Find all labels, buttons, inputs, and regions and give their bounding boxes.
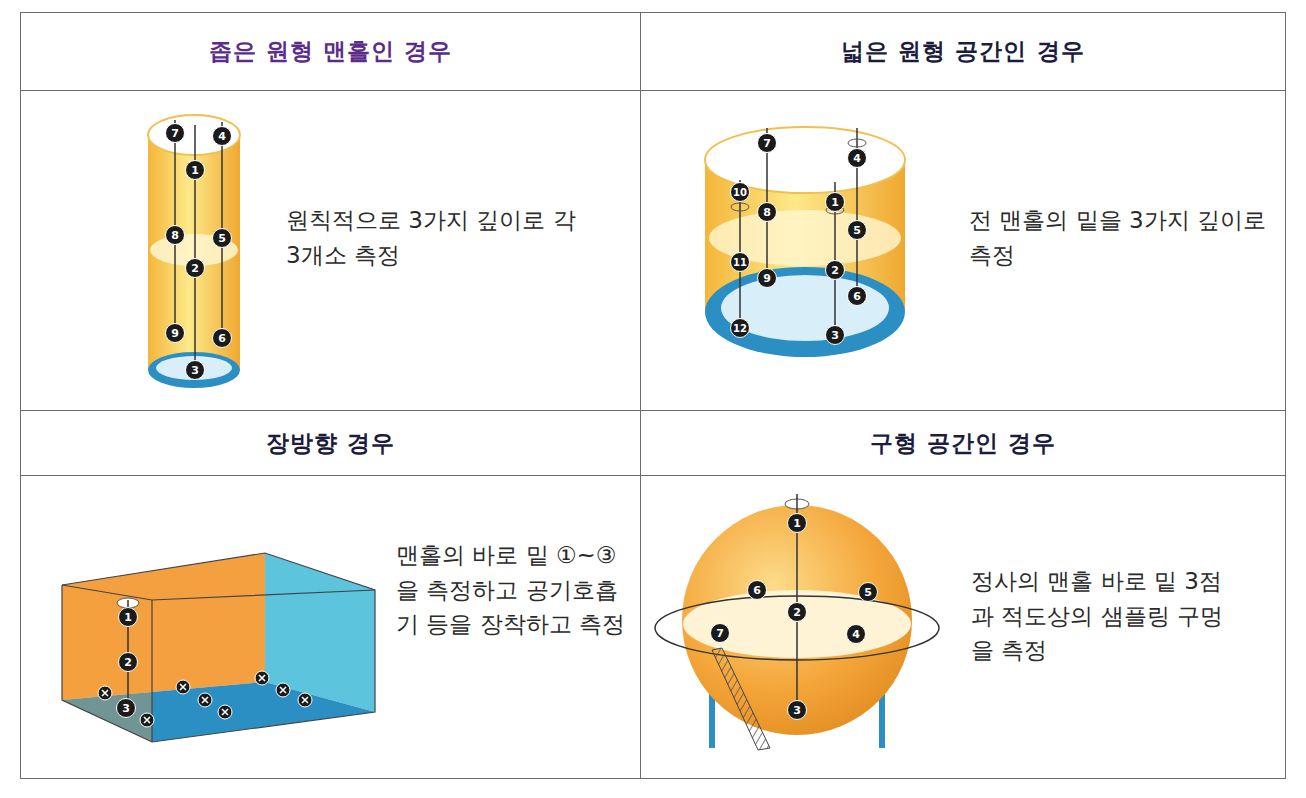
callout-number: 1 [787,513,807,533]
description-text: 맨홀의 바로 밑 ①~③을 측정하고 공기호흡기 등을 장착하고 측정 [396,538,628,642]
callout-number: 1 [185,160,205,180]
callout-number: 1 [118,607,138,627]
callout-number: 3 [825,325,845,345]
body-cell: 맨홀의 바로 밑 ①~③을 측정하고 공기호흡기 등을 장착하고 측정 [20,475,641,779]
header-cell: 구형 공간인 경우 [640,410,1286,476]
callout-number: 6 [847,286,867,306]
callout-number: 9 [165,323,185,343]
callout-number: 3 [116,698,136,718]
header-text: 장방향 경우 [266,428,395,459]
description-text: 전 맨홀의 밑을 3가지 깊이로 측정 [969,203,1269,272]
callout-number: 7 [710,623,730,643]
callout-number: 4 [846,624,866,644]
callout-number: 7 [165,123,185,143]
callout-number: 5 [847,220,867,240]
callout-number: 5 [212,228,232,248]
callout-number: 8 [165,225,185,245]
callout-number: 2 [118,652,138,672]
wide-space [705,127,905,357]
header-cell: 좁은 원형 맨홀인 경우 [20,12,641,91]
callout-number: 2 [787,602,807,622]
callout-number: 6 [747,580,767,600]
callout-number: 2 [825,260,845,280]
callout-number: 9 [757,268,777,288]
callout-number: 5 [858,582,878,602]
rectangular-tank [62,553,375,742]
header-text: 넓은 원형 공간인 경우 [841,36,1084,67]
callout-number: 10 [730,182,750,202]
callout-number: 4 [212,126,232,146]
callout-number: 12 [730,318,750,338]
header-text: 좁은 원형 맨홀인 경우 [209,36,452,67]
body-cell: 전 맨홀의 밑을 3가지 깊이로 측정 [640,90,1286,411]
description-text: 원칙적으로 3가지 깊이로 각 3개소 측정 [286,203,586,272]
header-cell: 장방향 경우 [20,410,641,476]
body-cell: 정사의 맨홀 바로 밑 3점과 적도상의 샘플링 구멍을 측정 [640,475,1286,779]
callout-number: 2 [185,258,205,278]
callout-number: 7 [757,133,777,153]
callout-number: 4 [847,148,867,168]
description-text: 정사의 맨홀 바로 밑 3점과 적도상의 샘플링 구멍을 측정 [971,564,1233,668]
header-text: 구형 공간인 경우 [870,428,1056,459]
spherical-tank [655,494,939,750]
body-cell: 원칙적으로 3가지 깊이로 각 3개소 측정 [20,90,641,411]
narrow-manhole [148,115,240,388]
callout-number: 1 [825,192,845,212]
callout-number: 6 [212,328,232,348]
header-cell: 넓은 원형 공간인 경우 [640,12,1286,91]
callout-number: 3 [185,360,205,380]
callout-number: 3 [787,700,807,720]
callout-number: 8 [757,202,777,222]
callout-number: 11 [730,252,750,272]
